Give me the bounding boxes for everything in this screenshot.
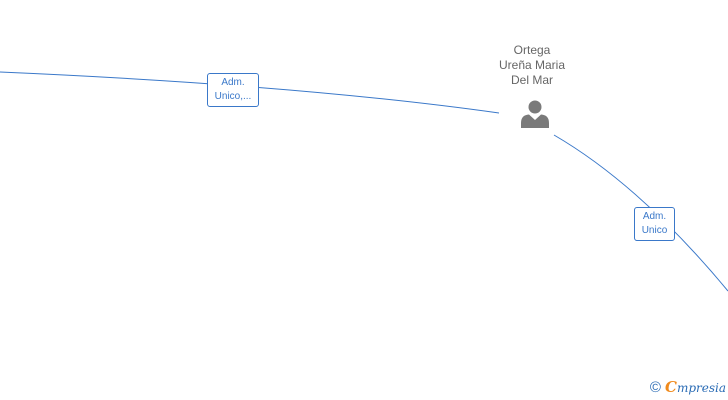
edge-label-adm-unico-2[interactable]: Adm. Unico xyxy=(634,207,675,241)
empresia-watermark: © Cmpresia xyxy=(650,377,726,397)
person-name-line-3: Del Mar xyxy=(510,73,553,87)
edge-label-line-2: Unico xyxy=(641,225,668,236)
person-name-line-1: Ortega xyxy=(513,43,551,57)
brand-logo-initial: C xyxy=(664,378,677,396)
person-name[interactable]: Ortega Ureña Maria Del Mar xyxy=(482,43,582,88)
edge-label-line-2: Unico,... xyxy=(214,91,252,102)
copyright-icon: © xyxy=(649,378,661,396)
edge-label-line-1: Adm. xyxy=(642,211,667,222)
brand-logo: Cmpresia xyxy=(665,378,726,396)
edge-person-to-right xyxy=(553,134,728,292)
edge-label-adm-unico-1[interactable]: Adm. Unico,... xyxy=(207,73,259,107)
person-icon[interactable] xyxy=(519,98,551,130)
edge-left-to-person xyxy=(0,71,500,114)
brand-logo-text: mpresia xyxy=(676,381,726,395)
edge-label-line-1: Adm. xyxy=(221,77,245,88)
person-name-line-2: Ureña Maria xyxy=(498,58,566,72)
